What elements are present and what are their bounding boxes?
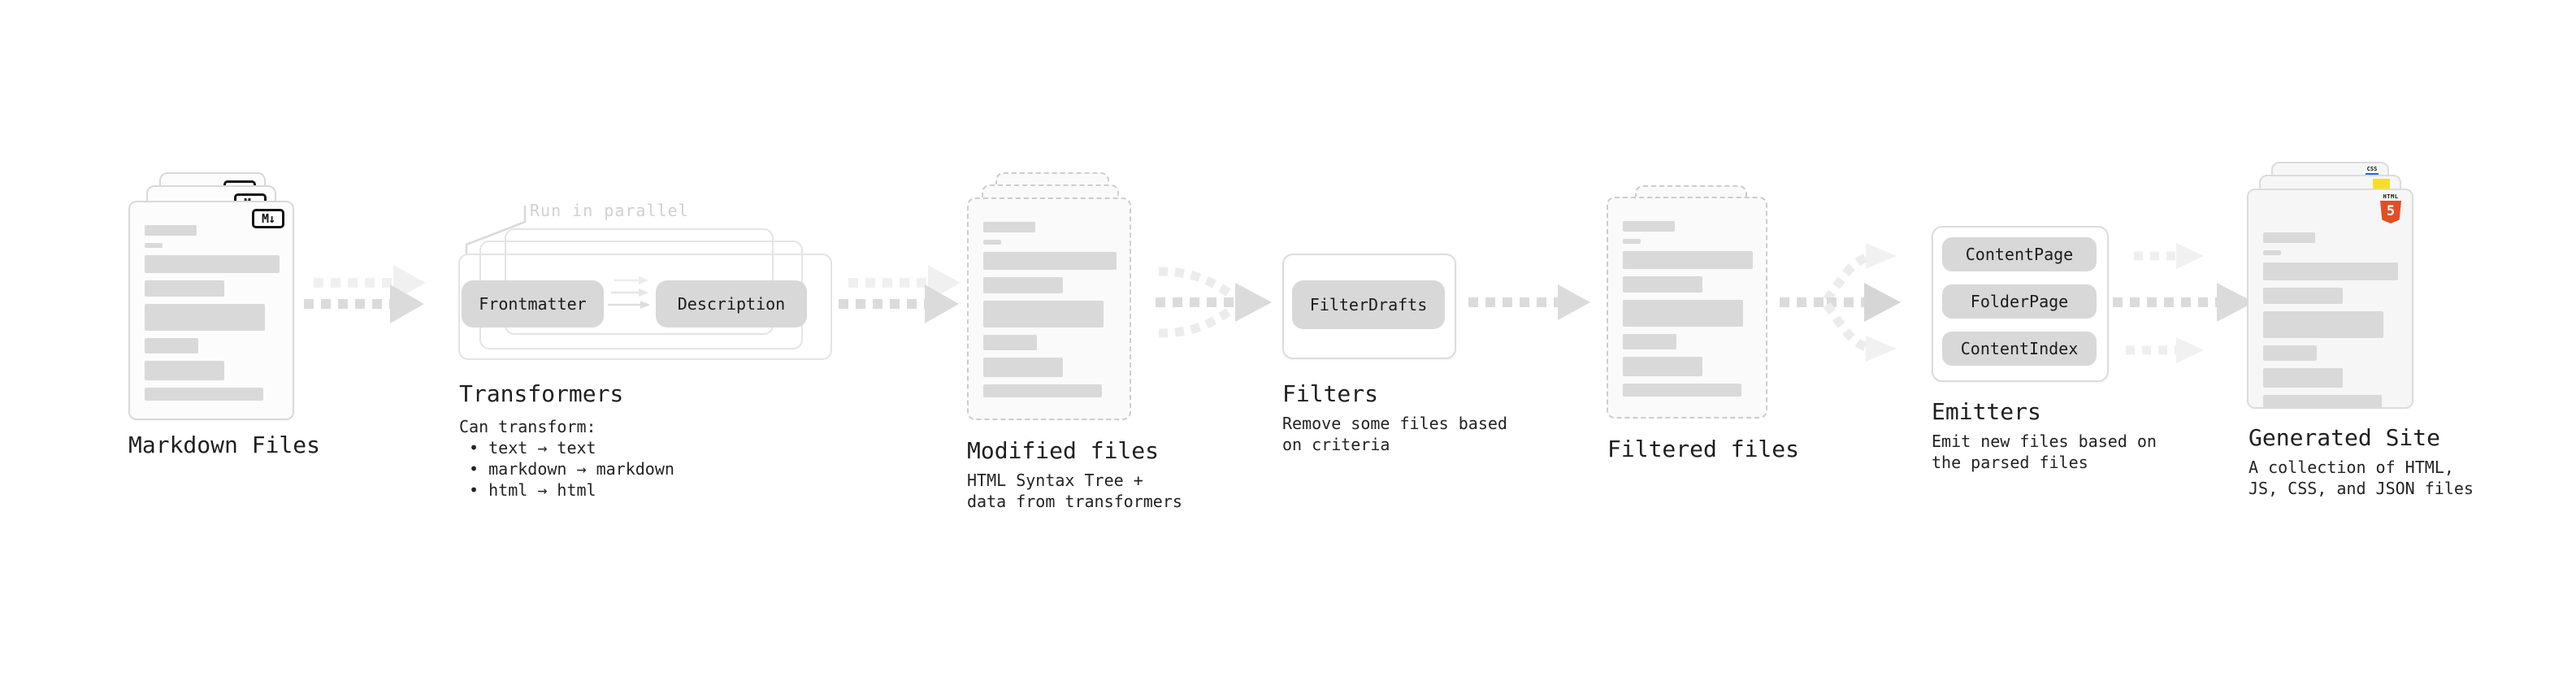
site-file-card-front: HTML 5 bbox=[2247, 189, 2413, 409]
markdown-file-card-front: M↓ bbox=[128, 201, 294, 420]
text-line bbox=[2263, 395, 2382, 408]
arrow-markdown-to-transformers bbox=[304, 265, 426, 323]
arrow-filtered-to-emitters bbox=[1780, 243, 1901, 362]
arrow-transformers-to-modified bbox=[839, 265, 961, 323]
contentindex-emitter-pill: ContentIndex bbox=[1942, 332, 2097, 366]
text-line bbox=[2263, 345, 2317, 361]
text-line bbox=[2263, 288, 2343, 304]
generated-site-description: A collection of HTML, JS, CSS, and JSON … bbox=[2249, 458, 2474, 498]
javascript-icon bbox=[2373, 179, 2390, 189]
modified-files-description: HTML Syntax Tree + data from transformer… bbox=[967, 471, 1182, 511]
text-line bbox=[983, 358, 1063, 377]
folderpage-emitter-pill: FolderPage bbox=[1942, 284, 2097, 319]
description-transformer-pill: Description bbox=[656, 280, 807, 327]
modified-files-label: Modified files bbox=[967, 437, 1160, 464]
arrow-modified-to-filters bbox=[1156, 267, 1272, 338]
markdown-files-label: Markdown Files bbox=[128, 432, 321, 458]
contentpage-emitter-pill: ContentPage bbox=[1942, 237, 2097, 271]
filters-label: Filters bbox=[1282, 380, 1379, 407]
text-line bbox=[983, 277, 1063, 293]
text-line bbox=[1623, 239, 1641, 244]
text-line bbox=[983, 335, 1037, 350]
emitters-description: Emit new files based on the parsed files bbox=[1932, 432, 2157, 472]
text-line bbox=[2263, 262, 2398, 280]
arrow-filters-to-filtered bbox=[1468, 284, 1590, 320]
text-line bbox=[2263, 232, 2315, 243]
run-in-parallel-connector bbox=[465, 206, 527, 254]
frontmatter-transformer-pill: Frontmatter bbox=[462, 280, 604, 327]
text-line bbox=[145, 388, 263, 401]
html5-icon: HTML 5 bbox=[2379, 193, 2402, 223]
markdown-icon: M↓ bbox=[252, 209, 284, 228]
text-line bbox=[145, 255, 280, 273]
text-line bbox=[2263, 250, 2281, 255]
emitters-label: Emitters bbox=[1932, 398, 2041, 425]
text-line bbox=[983, 252, 1117, 270]
filtered-files-label: Filtered files bbox=[1607, 436, 1800, 462]
css-icon: CSS bbox=[2365, 167, 2379, 176]
text-line bbox=[983, 240, 1001, 245]
text-line bbox=[145, 338, 198, 354]
transformers-box-front bbox=[458, 254, 832, 360]
generated-site-label: Generated Site bbox=[2249, 424, 2441, 451]
document-text-lines bbox=[983, 222, 1117, 405]
text-line bbox=[1623, 251, 1753, 269]
parallel-flow-arrows bbox=[608, 276, 650, 309]
text-line bbox=[983, 301, 1104, 327]
text-line bbox=[1623, 221, 1675, 232]
text-line bbox=[983, 384, 1102, 397]
text-line bbox=[1623, 276, 1702, 293]
document-text-lines bbox=[145, 225, 280, 408]
text-line bbox=[145, 243, 163, 248]
text-line bbox=[145, 225, 197, 236]
text-line bbox=[145, 304, 265, 331]
document-text-lines bbox=[1623, 221, 1753, 404]
document-text-lines bbox=[2263, 232, 2399, 415]
modified-file-card-front bbox=[967, 197, 1131, 420]
text-line bbox=[1623, 300, 1743, 327]
text-line bbox=[983, 222, 1035, 232]
filtered-file-card-front bbox=[1607, 197, 1767, 419]
transformers-label: Transformers bbox=[459, 380, 624, 407]
text-line bbox=[145, 361, 224, 380]
arrow-emitters-to-site bbox=[2113, 243, 2254, 363]
filters-description: Remove some files based on criteria bbox=[1282, 414, 1507, 454]
text-line bbox=[1623, 384, 1741, 397]
text-line bbox=[2263, 311, 2383, 338]
transformers-description: Can transform: • text → text • markdown … bbox=[459, 417, 674, 500]
filterdrafts-pill: FilterDrafts bbox=[1292, 280, 1445, 329]
run-in-parallel-note: Run in parallel bbox=[530, 201, 689, 220]
text-line bbox=[1623, 334, 1676, 349]
text-line bbox=[2263, 368, 2343, 388]
text-line bbox=[145, 280, 224, 297]
text-line bbox=[1623, 357, 1702, 376]
